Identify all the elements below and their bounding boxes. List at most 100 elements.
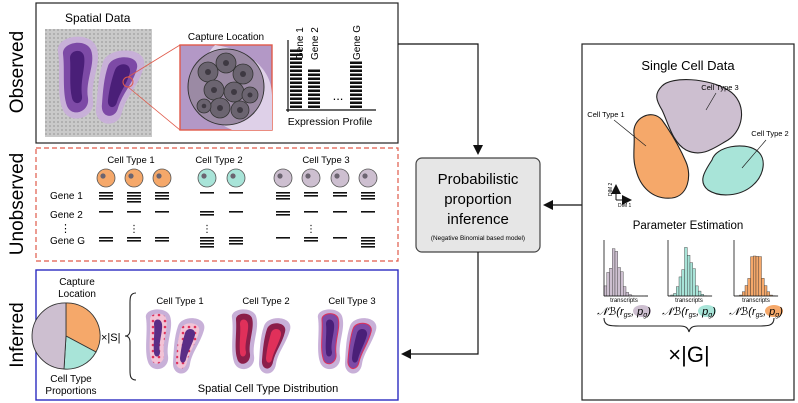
inference-line-2: proportion: [444, 191, 512, 208]
profile-bar-segment: [350, 81, 362, 84]
count-dash: [304, 240, 318, 242]
count-dash: [127, 240, 141, 242]
profile-bar-segment: [290, 101, 302, 104]
tissue-map-type3: [317, 309, 377, 374]
count-dash: [361, 198, 375, 200]
tissue-map-type2: [231, 309, 291, 374]
count-dash: [200, 214, 214, 216]
histogram-bin: [612, 248, 616, 297]
count-dash: [304, 211, 318, 213]
gene-row-dots: ⋮: [60, 223, 71, 235]
count-dash: [361, 211, 375, 213]
nb-formula-type1: 𝒩ℬ(rgs, pg): [729, 305, 783, 319]
histogram-bin: [623, 286, 627, 297]
histogram-bin: [695, 285, 699, 297]
count-dash: [361, 246, 375, 248]
histogram-type2: [667, 240, 713, 297]
cluster-type2: [702, 145, 764, 196]
profile-bar-segment: [308, 73, 320, 76]
count-dash: [276, 192, 290, 194]
profile-bar-segment: [308, 97, 320, 100]
histogram-bin: [617, 267, 621, 297]
expression-profile-title: Expression Profile: [288, 116, 373, 128]
inference-note: (Negative Binomial based model): [431, 235, 525, 242]
count-dash: [127, 201, 141, 203]
profile-bar-segment: [290, 65, 302, 68]
times-g-label: ×|G|: [668, 342, 709, 367]
profile-bar-segment: [290, 93, 302, 96]
unobserved-label: Unobserved: [7, 153, 28, 255]
histogram-bin: [747, 278, 751, 297]
histogram-bin: [742, 291, 746, 297]
inference-box: Probabilistic proportion inference (Nega…: [415, 157, 541, 253]
times-s-label: ×|S|: [101, 332, 120, 344]
nb-text-type3: 𝒩ℬ(rgs, pg): [597, 306, 651, 319]
histogram-bin: [620, 271, 624, 297]
count-dash: [155, 195, 169, 197]
count-dash: [276, 214, 290, 216]
hist-axis-label-type3: transcripts: [610, 298, 638, 304]
histogram-bin: [764, 285, 768, 297]
cluster-label-type3: Cell Type 3: [701, 83, 738, 92]
count-dash: [229, 211, 243, 213]
tissue-map-type1: [145, 309, 205, 374]
histogram-bin: [614, 251, 618, 297]
histogram-bin: [603, 285, 607, 297]
profile-bar-segment: [350, 97, 362, 100]
profile-bar-segment: [290, 77, 302, 80]
count-dash: [361, 240, 375, 242]
profile-bar-segment: [350, 61, 362, 64]
zoom-line-top: [127, 44, 181, 78]
histogram-bin: [698, 290, 702, 297]
inferred-label: Inferred: [7, 302, 28, 367]
histogram-bin: [684, 247, 688, 297]
observed-label: Observed: [7, 31, 28, 113]
single-cell-title: Single Cell Data: [641, 58, 735, 73]
profile-bar-segment: [290, 97, 302, 100]
count-vdots: ⋮: [306, 224, 316, 235]
gene-label-2: Gene 2: [310, 27, 321, 60]
histogram-type3: [603, 240, 649, 297]
count-dash: [155, 211, 169, 213]
count-dash: [229, 243, 243, 245]
inferred-panel: Capture Location Cell Type Proportions ×…: [31, 269, 399, 401]
gene-row-label-1: Gene 1: [50, 191, 83, 202]
count-dash: [127, 195, 141, 197]
count-dash: [155, 237, 169, 239]
pie-label-bottom-2: Proportions: [45, 386, 96, 397]
count-dash: [99, 192, 113, 194]
histogram-type1: [733, 240, 779, 297]
count-dash: [361, 243, 375, 245]
histogram-bin: [692, 268, 696, 297]
histogram-bin: [687, 255, 691, 297]
profile-bar-segment: [290, 61, 302, 64]
count-dash: [99, 211, 113, 213]
capture-location-zoom: [179, 44, 273, 131]
inference-line-1: Probabilistic: [438, 171, 519, 188]
inferred-type1-label: Cell Type 1: [156, 296, 203, 307]
profile-bar-segment: [308, 105, 320, 108]
count-dash: [200, 246, 214, 248]
count-dash: [127, 211, 141, 213]
cluster-type3: [656, 79, 743, 154]
profile-bar-segment: [290, 53, 302, 56]
profile-bar-segment: [290, 81, 302, 84]
count-dash: [200, 240, 214, 242]
nb-formula-type2: 𝒩ℬ(rgs, pg): [662, 305, 716, 319]
profile-bar-segment: [308, 89, 320, 92]
pie-slice-type1: [65, 302, 101, 353]
profile-bar-segment: [290, 89, 302, 92]
histogram-bin: [758, 256, 762, 297]
spatial-distribution-title: Spatial Cell Type Distribution: [198, 383, 338, 395]
count-dash: [200, 211, 214, 213]
histogram-bin: [676, 286, 680, 297]
inferred-type2-label: Cell Type 2: [242, 296, 289, 307]
count-dash: [276, 198, 290, 200]
unobserved-cells: [96, 168, 378, 188]
single-cell-panel: Single Cell Data Cell Type 3 Cell Type 1…: [581, 43, 795, 401]
unobserved-type2-label: Cell Type 2: [195, 155, 242, 166]
histograms: [603, 240, 779, 297]
count-dash: [200, 192, 214, 194]
count-dash: [361, 195, 375, 197]
dim1-label: DIM 1: [618, 203, 632, 209]
